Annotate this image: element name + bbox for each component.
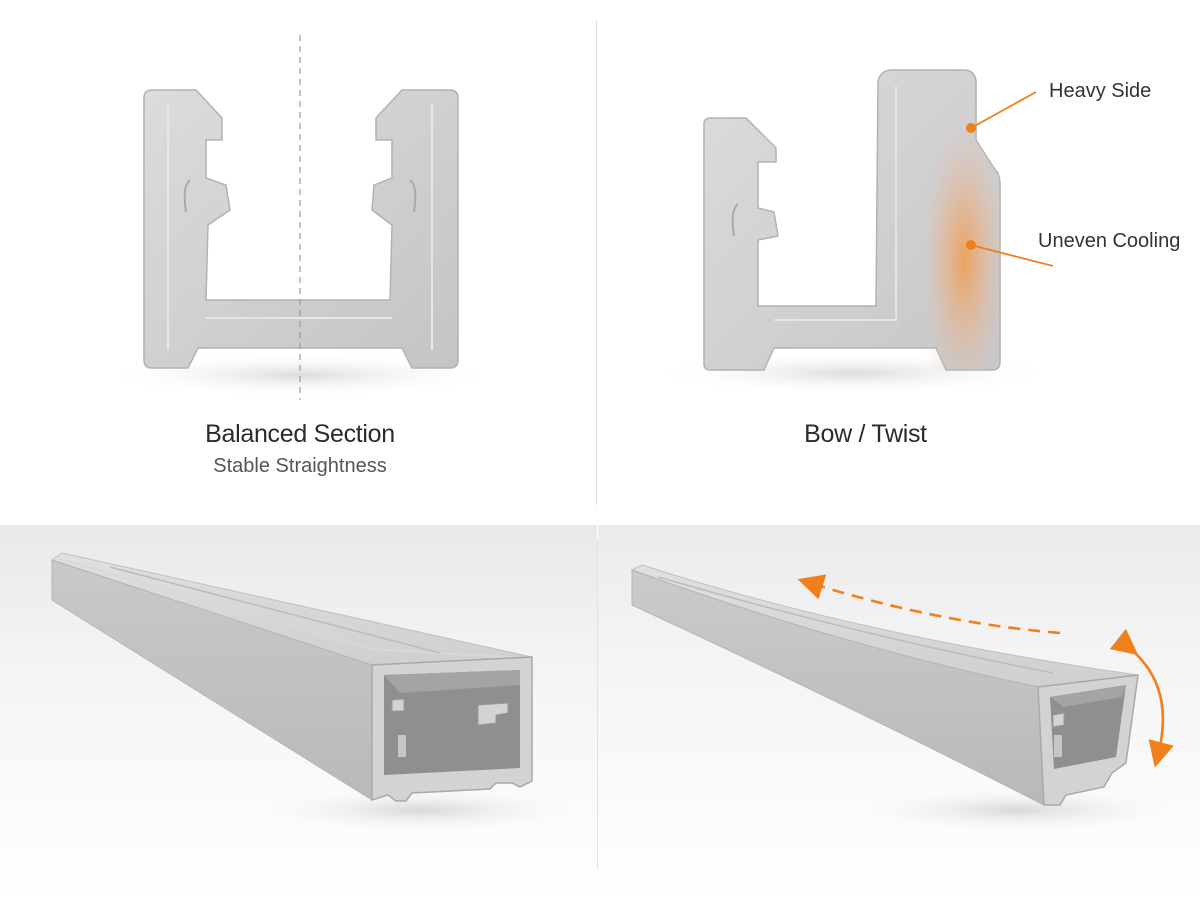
balanced-section-panel: Balanced Section Stable Straightness <box>0 0 597 525</box>
bow-arrow <box>797 574 1061 635</box>
balanced-profile-drawing <box>100 35 500 400</box>
straight-extrusion-panel <box>0 525 597 900</box>
panel-divider <box>596 20 597 505</box>
twisted-extrusion-drawing <box>630 564 1198 835</box>
twisted-extrusion-panel <box>598 525 1200 900</box>
balanced-section-title: Balanced Section <box>205 420 395 448</box>
balanced-section-subtitle: Stable Straightness <box>213 455 387 477</box>
bow-twist-panel: Heavy Side Uneven Cooling Bow / Twist <box>598 0 1200 525</box>
straight-extrusion-drawing <box>50 552 597 835</box>
balanced-profile-shape <box>143 89 459 369</box>
heavy-side-label: Heavy Side <box>1049 80 1152 102</box>
twist-arrow <box>1109 628 1174 768</box>
uneven-cooling-label: Uneven Cooling <box>1038 230 1181 252</box>
heavy-side-marker <box>966 123 976 133</box>
uneven-cooling-marker <box>966 240 976 250</box>
bow-twist-title: Bow / Twist <box>804 420 927 448</box>
panel-divider-bottom <box>597 540 598 870</box>
uneven-cooling-leader <box>970 244 1054 267</box>
heavy-side-leader <box>970 91 1037 129</box>
unbalanced-profile-drawing <box>648 69 1058 395</box>
